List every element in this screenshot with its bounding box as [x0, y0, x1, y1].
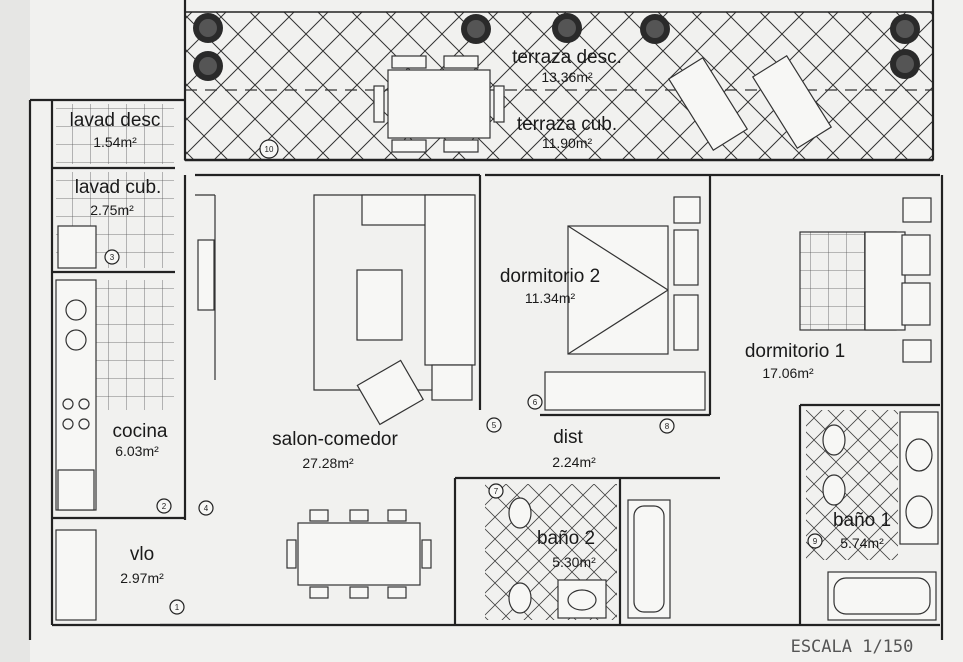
room-name-lavad-desc: lavad desc: [70, 110, 161, 131]
svg-text:10: 10: [265, 145, 274, 154]
svg-text:5: 5: [492, 421, 497, 430]
room-area-lavad-desc: 1.54m²: [93, 134, 137, 150]
marker-4: 4: [198, 500, 214, 516]
room-name-lavad-cub: lavad cub.: [75, 177, 162, 198]
room-area-cocina: 6.03m²: [115, 443, 159, 459]
marker-1: 1: [169, 599, 185, 615]
scale-note: ESCALA 1/150: [791, 637, 914, 657]
room-area-lavad-cub: 2.75m²: [90, 202, 134, 218]
marker-6: 6: [527, 394, 543, 410]
svg-text:7: 7: [494, 487, 499, 496]
svg-text:8: 8: [665, 422, 670, 431]
room-name-bano-2: baño 2: [537, 528, 595, 549]
marker-9: 9: [807, 533, 823, 549]
room-name-bano-1: baño 1: [833, 510, 891, 531]
room-name-cocina: cocina: [113, 421, 168, 442]
marker-2: 2: [156, 498, 172, 514]
photo-markers: 1 2 3 4 5 6 7 8 9 10: [104, 139, 823, 615]
room-name-terraza-desc: terraza desc.: [512, 47, 622, 68]
room-name-dist: dist: [553, 427, 583, 448]
bathroom-1: baño 1 5.74m²: [806, 410, 939, 621]
svg-text:1: 1: [175, 603, 180, 612]
room-area-terraza-desc: 13.36m²: [541, 69, 593, 85]
svg-text:4: 4: [204, 504, 209, 513]
room-area-terraza-cub: 11.90m²: [542, 135, 593, 151]
room-area-dormitorio-1: 17.06m²: [762, 365, 814, 381]
room-area-vlo: 2.97m²: [120, 570, 164, 586]
marker-10: 10: [259, 139, 279, 159]
room-area-salon: 27.28m²: [302, 455, 354, 471]
room-area-dist: 2.24m²: [552, 454, 596, 470]
marker-5: 5: [486, 417, 502, 433]
kitchen: cocina 6.03m²: [52, 279, 185, 520]
room-name-salon: salon-comedor: [272, 429, 398, 450]
marker-7: 7: [488, 483, 504, 499]
plant-icon: [193, 13, 920, 81]
hallway-vlo: vlo 2.97m²: [55, 529, 164, 621]
room-name-dormitorio-1: dormitorio 1: [745, 341, 845, 362]
bathroom-2: baño 2 5.30m²: [485, 484, 671, 620]
living-room: salon-comedor 27.28m²: [197, 194, 476, 599]
terrace-table: [373, 55, 505, 153]
laundry-uncovered: lavad desc 1.54m²: [52, 104, 175, 170]
sun-lounger: [667, 54, 833, 152]
svg-text:3: 3: [110, 253, 115, 262]
bedroom-2: dormitorio 2 11.34m²: [500, 196, 706, 411]
exterior-walls: [28, 0, 944, 640]
svg-text:2: 2: [162, 502, 167, 511]
svg-text:6: 6: [533, 398, 538, 407]
room-name-vlo: vlo: [130, 544, 154, 565]
terrace-area: terraza desc. 13.36m² terraza cub. 11.90…: [184, 11, 934, 162]
svg-text:9: 9: [813, 537, 818, 546]
room-area-bano-2: 5.30m²: [552, 554, 596, 570]
dining-table: [297, 522, 421, 586]
room-area-bano-1: 5.74m²: [840, 535, 884, 551]
room-area-dormitorio-2: 11.34m²: [525, 290, 576, 306]
distributor: dist 2.24m²: [552, 427, 596, 470]
interior-walls: [183, 173, 940, 625]
marker-3: 3: [104, 249, 120, 265]
room-name-terraza-cub: terraza cub.: [517, 114, 617, 135]
bedroom-1: dormitorio 1 17.06m²: [745, 197, 932, 381]
room-name-dormitorio-2: dormitorio 2: [500, 266, 600, 287]
marker-8: 8: [659, 418, 675, 434]
